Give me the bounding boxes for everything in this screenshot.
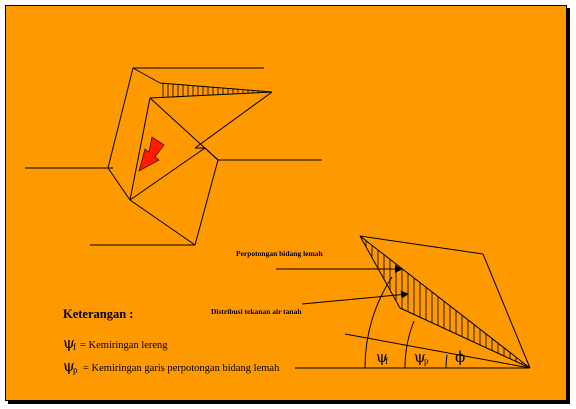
upper-slope-face	[482, 253, 531, 369]
intersection-line	[399, 307, 531, 369]
legend: Keterangan : ψ f = Kemiringan lereng ψ p…	[63, 307, 280, 375]
block-edge	[107, 167, 131, 201]
legend-psi-p-text: = Kemiringan garis perpotongan bidang le…	[83, 363, 280, 374]
diagram-frame	[5, 5, 567, 401]
wedge-edge	[149, 91, 273, 99]
block-edge	[107, 67, 134, 169]
hatch-top-wedge	[162, 83, 264, 98]
psi-p-subscript: p	[424, 356, 429, 366]
psi-p-symbol: ψ	[414, 348, 426, 366]
legend-psi-f-text: = Kemiringan lereng	[80, 340, 168, 351]
slope-cross-section	[295, 235, 531, 369]
water-pressure-label: Distribusi tekanan air tanah	[211, 307, 302, 316]
sliding-direction-arrow	[138, 136, 165, 172]
block-edge	[129, 199, 196, 246]
block-edge	[159, 82, 273, 93]
intersection-label: Perpotongan bidang lemah	[236, 249, 324, 258]
block-edge	[194, 159, 219, 246]
slope-face-line	[359, 235, 531, 369]
phi-symbol: ϕ	[455, 348, 465, 366]
legend-title: Keterangan :	[63, 307, 133, 321]
legend-psi-p-subscript: p	[73, 365, 78, 375]
wedge-edge	[149, 97, 219, 161]
angle-arc-psi-p	[404, 320, 415, 369]
legend-psi-f-symbol: ψ	[63, 334, 75, 352]
psi-f-symbol: ψ	[376, 348, 388, 366]
wedge-block-3d	[25, 67, 322, 246]
friction-angle-line	[344, 333, 531, 369]
angle-arc-phi	[445, 354, 448, 369]
legend-psi-f-subscript: f	[73, 342, 76, 352]
angle-arc-psi-f	[364, 276, 393, 369]
legend-psi-p-symbol: ψ	[63, 357, 75, 375]
wedge-edge	[194, 91, 273, 149]
pressure-pointer-arrow	[301, 290, 409, 305]
wedge-edge	[129, 97, 151, 201]
wedge-edge	[129, 147, 206, 201]
crest-line	[359, 235, 484, 255]
block-edge	[132, 67, 161, 84]
wedge-back-edge	[359, 235, 401, 309]
psi-f-subscript: f	[385, 356, 388, 366]
